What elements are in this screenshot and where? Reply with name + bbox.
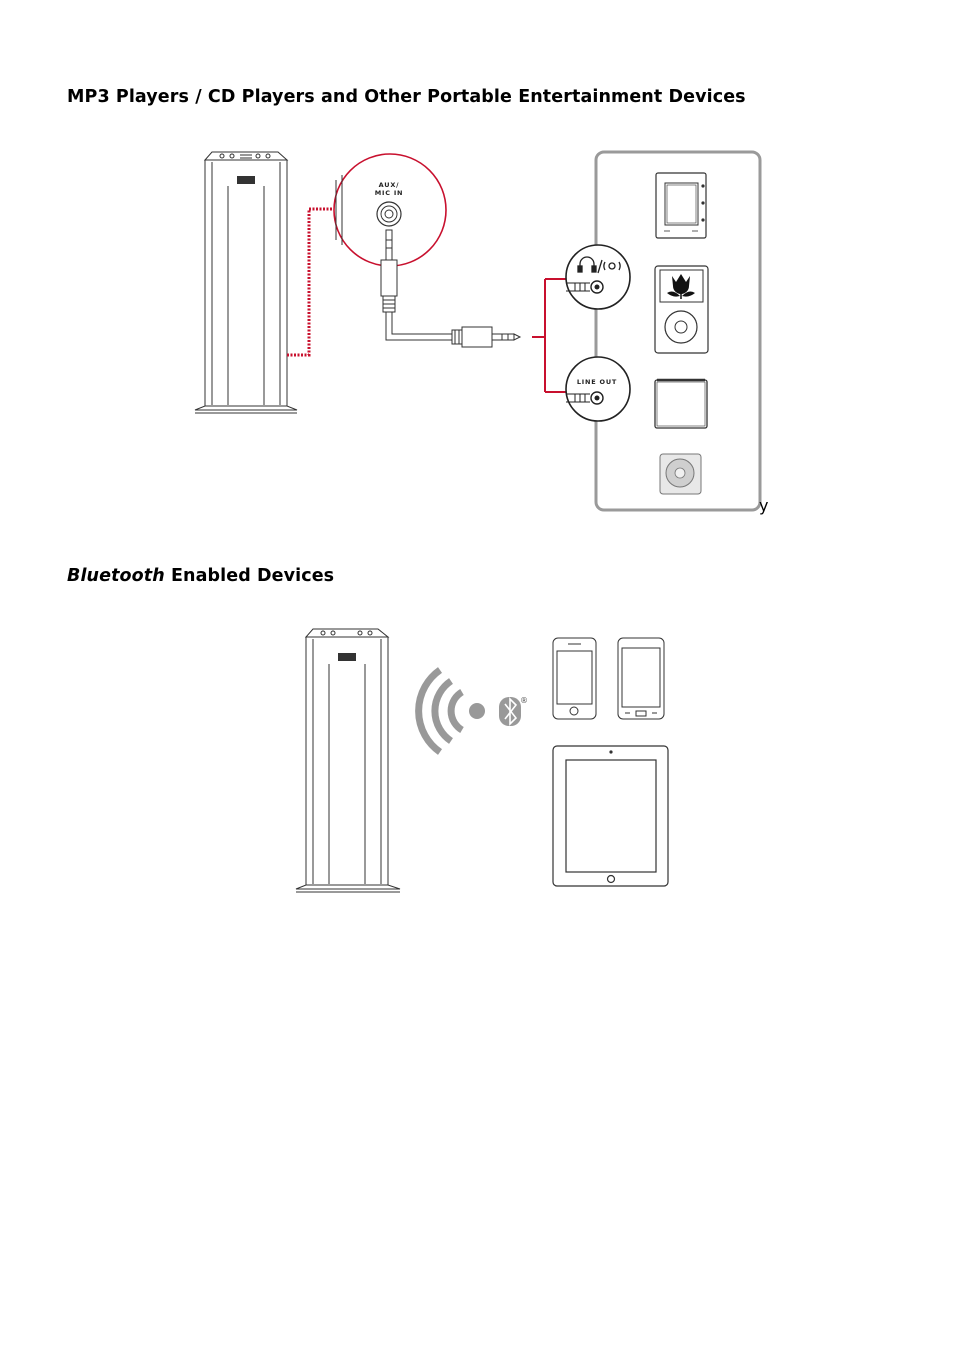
heading-italic-part: Bluetooth bbox=[67, 566, 165, 586]
section-heading-mp3: MP3 Players / CD Players and Other Porta… bbox=[67, 87, 746, 107]
speaker-tower-icon bbox=[194, 151, 298, 414]
headphone-icon bbox=[577, 256, 621, 274]
heading-rest-part: Enabled Devices bbox=[164, 566, 335, 586]
callout-leader bbox=[287, 207, 333, 357]
svg-text:LINE OUT: LINE OUT bbox=[577, 378, 617, 386]
svg-text:AUX/: AUX/ bbox=[379, 181, 400, 189]
ipod-shuffle-icon bbox=[659, 453, 702, 495]
devices-panel bbox=[594, 150, 762, 512]
connection-bracket bbox=[532, 278, 568, 393]
line-out-callout: LINE OUT bbox=[565, 356, 631, 422]
ipod-nano-icon bbox=[654, 378, 708, 429]
headphone-jack-callout bbox=[565, 244, 631, 310]
stray-character: y bbox=[759, 496, 769, 515]
ipod-classic-icon bbox=[654, 265, 709, 354]
section-heading-bluetooth: Bluetooth Enabled Devices bbox=[67, 566, 334, 586]
audio-cable bbox=[380, 229, 522, 348]
mp3-player-icon bbox=[655, 172, 707, 239]
svg-text:MIC IN: MIC IN bbox=[375, 189, 404, 197]
